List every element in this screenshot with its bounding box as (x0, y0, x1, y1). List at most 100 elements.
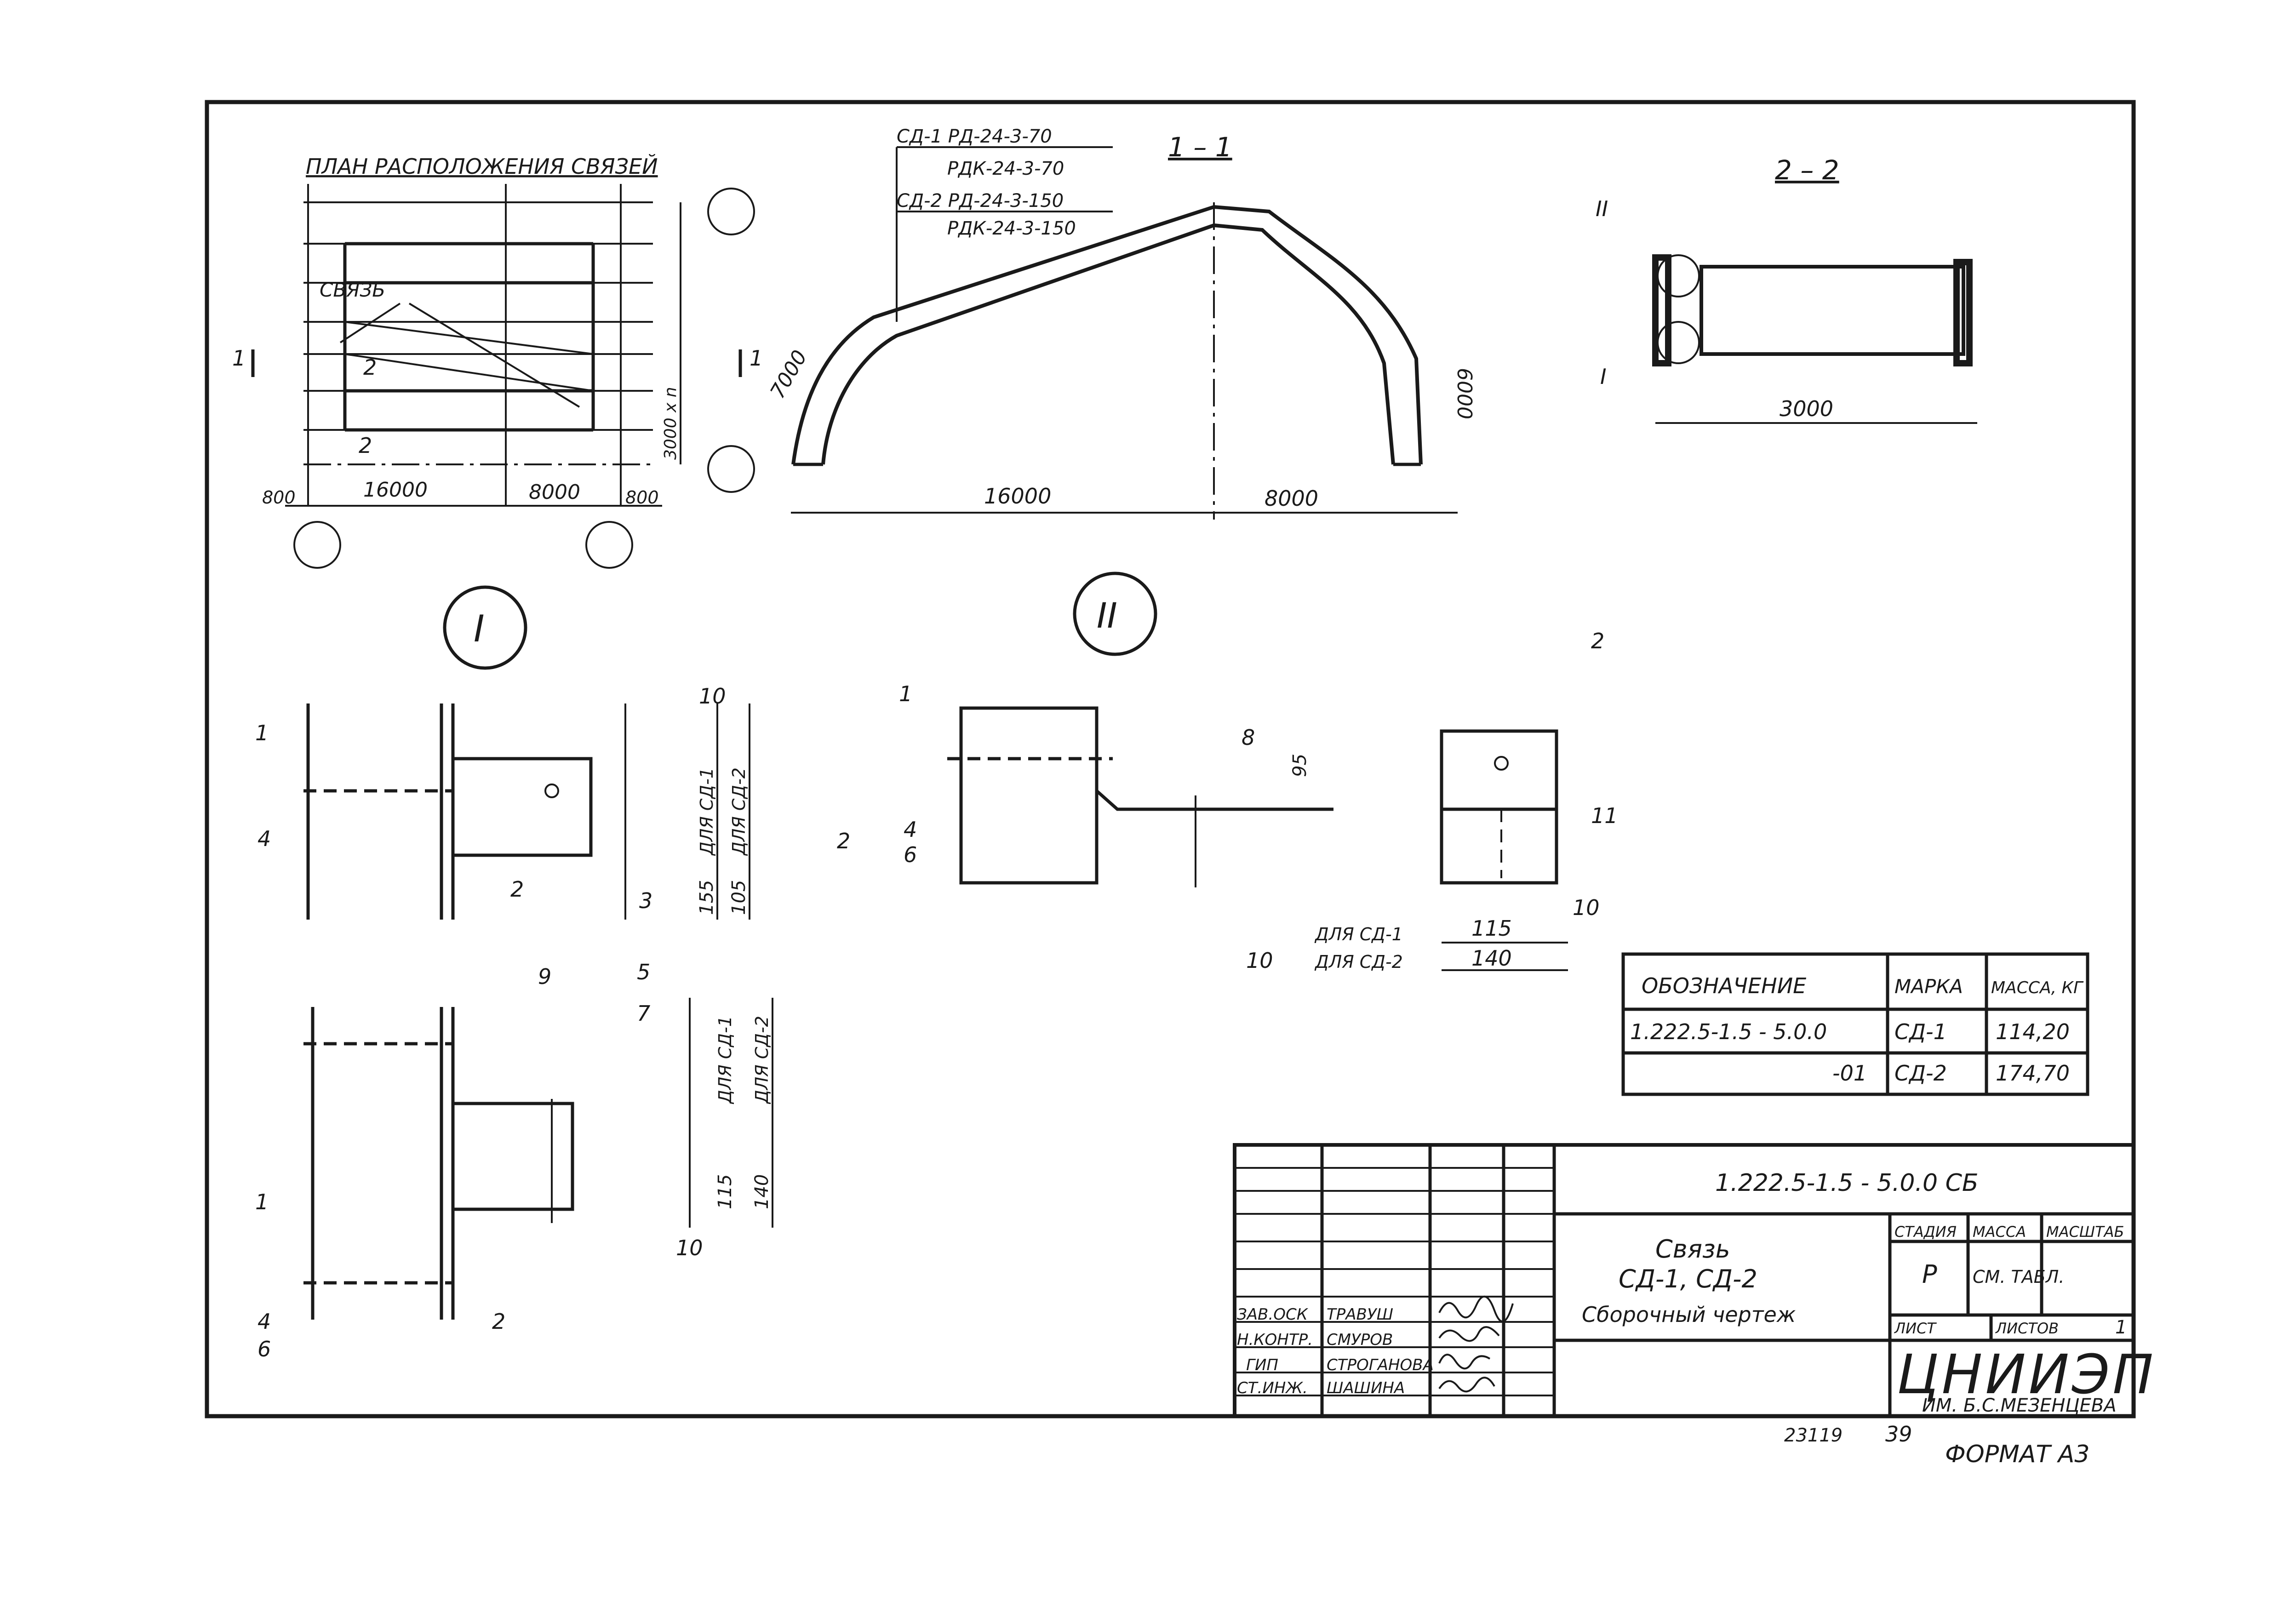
plan-section-mark-2-top: 2 (363, 355, 377, 380)
node-I-pos-4: 4 (258, 826, 271, 851)
footer-inventory: 23119 (1784, 1425, 1843, 1446)
node-II-callout-circle (1073, 572, 1157, 656)
plan-axis-circle-c (293, 521, 341, 569)
plan-dim-3000xn: 3000 x n (661, 387, 680, 460)
title-name-line1: Связь (1655, 1235, 1730, 1264)
node-II-side-pos-11: 11 (1591, 803, 1618, 828)
title-org-logo: ЦНИИЭП (1897, 1343, 2156, 1406)
section-2-2-dim-3000: 3000 (1780, 396, 1833, 421)
signature-scribble-3 (1438, 1354, 1491, 1370)
title-sheets-label: ЛИСТОВ (1995, 1320, 2059, 1337)
node-II-pos-2: 2 (837, 829, 850, 853)
arch-dim-8000: 8000 (1265, 486, 1318, 511)
node-I-for-cd2: ДЛЯ СД-2 (729, 767, 749, 856)
title-col-mass: МАССА (1973, 1223, 2026, 1241)
section-2-2-node-I: I (1600, 364, 1607, 389)
node-II-for-cd1: ДЛЯ СД-1 (1314, 924, 1403, 944)
spec-row-1-code: 1.222.5-1.5 - 5.0.0 (1630, 1019, 1827, 1044)
section-1-1: 1 – 1 СД-1 РД-24-3-70 РДК-24-3-70 СД-2 Р… (766, 126, 1476, 520)
plan-section-mark-1-left: 1 (232, 346, 246, 371)
title-col-scale: МАСШТАБ (2046, 1223, 2124, 1241)
sig-role-4: СТ.ИНЖ. (1237, 1379, 1308, 1397)
sig-role-3: ГИП (1246, 1356, 1278, 1374)
section-2-2: 2 – 2 II I 3000 (1596, 154, 1977, 424)
node-I-dim-155: 155 (696, 880, 717, 915)
node-II-pos-6: 6 (904, 842, 917, 867)
node-I-detail: I 1 4 2 3 10 155 105 ДЛЯ СД-1 ДЛЯ СД-2 (255, 585, 750, 920)
node-I-for-cd1: ДЛЯ СД-1 (697, 767, 717, 856)
node-I-lower-pos-6: 6 (258, 1337, 271, 1361)
spec-row-2-mass: 174,70 (1996, 1061, 2070, 1086)
node-I-lower-pos-2: 2 (492, 1309, 505, 1334)
plan-view: ПЛАН РАСПОЛОЖЕНИЯ СВЯЗЕЙ СВЯЗЬ 3000 x n (232, 154, 763, 569)
leader-cd2-line-b: РДК-24-3-150 (947, 218, 1076, 239)
spec-row-2-code: -01 (1832, 1061, 1867, 1086)
spec-table: ОБОЗНАЧЕНИЕ МАРКА МАССА, КГ 1.222.5-1.5 … (1621, 952, 2089, 1096)
plan-dim-800-right: 800 (625, 487, 659, 508)
signature-scribble-2 (1438, 1326, 1500, 1342)
arch-dim-6000: 6000 (1453, 368, 1476, 419)
node-II-dim-95: 95 (1289, 754, 1310, 777)
spec-row-1-mark: СД-1 (1894, 1019, 1947, 1044)
node-I-lower-dim-140: 140 (751, 1174, 773, 1209)
plan-dim-16000: 16000 (363, 478, 428, 502)
node-I-lower-pos-5: 5 (637, 960, 650, 984)
spec-header-mass: МАССА, КГ (1991, 978, 2084, 997)
sig-role-2: Н.КОНТР. (1237, 1331, 1313, 1349)
node-II-pos-10: 10 (1246, 948, 1273, 973)
leader-cd2-line-a: СД-2 РД-24-3-150 (897, 190, 1064, 212)
spec-header-designation: ОБОЗНАЧЕНИЕ (1642, 973, 1806, 998)
title-sheets-count: 1 (2115, 1317, 2127, 1338)
sig-name-2: СМУРОВ (1327, 1331, 1393, 1349)
plan-section-mark-1-right: 1 (750, 346, 763, 371)
title-name-line2: СД-1, СД-2 (1619, 1264, 1757, 1293)
title-sheet-label: ЛИСТ (1894, 1320, 1937, 1337)
plan-axis-circle-b (707, 445, 755, 493)
node-II-side-pos-2: 2 (1591, 629, 1604, 653)
sig-name-1: ТРАВУШ (1327, 1305, 1393, 1324)
section-2-2-node-circle-I (1657, 321, 1700, 364)
node-I-pos-1: 1 (255, 721, 269, 745)
node-I-lower-pos-1: 1 (255, 1189, 269, 1214)
title-stage: Р (1922, 1260, 1937, 1289)
node-II-pos-8: 8 (1242, 725, 1255, 750)
node-II-side-pos-10: 10 (1573, 895, 1600, 920)
node-I-lower-detail: 9 5 7 1 4 6 2 10 115 140 ДЛЯ СД-1 ДЛЯ СД… (255, 960, 773, 1361)
spec-header-mark: МАРКА (1894, 975, 1963, 998)
node-I-pos-10: 10 (699, 684, 726, 709)
node-I-callout-circle (443, 585, 527, 670)
leader-cd1-line-a: СД-1 РД-24-3-70 (897, 126, 1052, 147)
section-2-2-title: 2 – 2 (1775, 154, 1839, 186)
sig-name-3: СТРОГАНОВА (1327, 1356, 1434, 1374)
spec-row-2-mark: СД-2 (1894, 1061, 1947, 1086)
node-II-detail: II 1 2 4 6 8 95 10 2 11 10 ДЛЯ СД-1 ДЛЯ … (837, 572, 1618, 973)
plan-dim-800-left: 800 (262, 487, 296, 508)
node-I-lower-for-cd2: ДЛЯ СД-2 (752, 1016, 772, 1104)
footer-format: ФОРМАТ А3 (1945, 1441, 2089, 1468)
plan-brace-label: СВЯЗЬ (320, 279, 385, 301)
node-I-pos-3: 3 (639, 888, 652, 913)
sheet-frame (205, 100, 2136, 1418)
footer-page: 39 (1885, 1422, 1912, 1447)
title-name-line3: Сборочный чертеж (1582, 1302, 1796, 1327)
node-I-lower-pos-10: 10 (676, 1235, 703, 1260)
plan-dim-8000: 8000 (529, 480, 580, 504)
node-I-lower-for-cd1: ДЛЯ СД-1 (715, 1016, 735, 1104)
plan-axis-circle-d (585, 521, 633, 569)
node-I-pos-2: 2 (510, 877, 524, 902)
node-II-pos-1: 1 (899, 681, 912, 706)
leader-cd1-line-b: РДК-24-3-70 (947, 158, 1064, 179)
node-II-pos-4: 4 (904, 817, 917, 842)
section-2-2-node-circle-II (1657, 254, 1700, 297)
node-I-lower-dim-115: 115 (715, 1174, 736, 1209)
arch-dim-16000: 16000 (984, 484, 1051, 509)
plan-axis-circle-a (707, 188, 755, 235)
section-1-1-title: 1 – 1 (1168, 132, 1232, 163)
node-II-dim-115: 115 (1471, 916, 1512, 941)
node-II-dim-140: 140 (1471, 946, 1512, 971)
title-doc-code: 1.222.5-1.5 - 5.0.0 СБ (1715, 1169, 1979, 1197)
node-I-dim-105: 105 (728, 880, 750, 915)
plan-title: ПЛАН РАСПОЛОЖЕНИЯ СВЯЗЕЙ (306, 154, 658, 179)
title-mass-value: СМ. ТАБЛ. (1973, 1267, 2064, 1287)
